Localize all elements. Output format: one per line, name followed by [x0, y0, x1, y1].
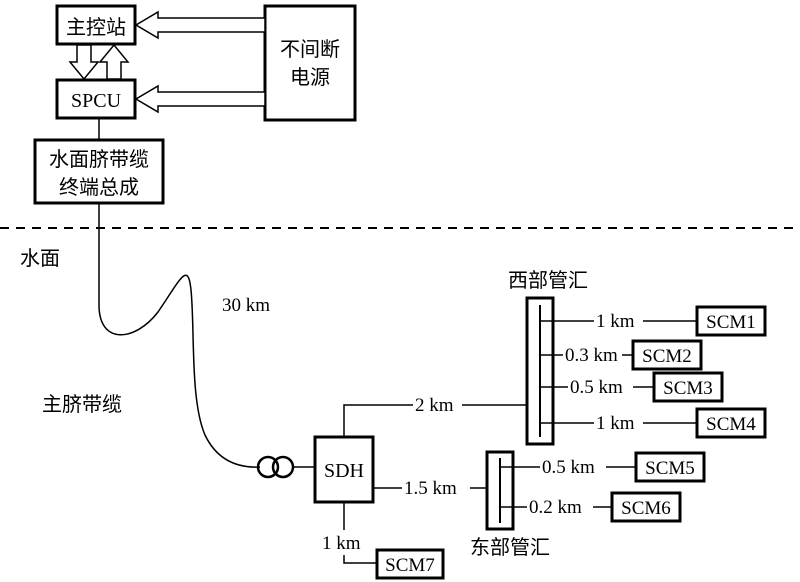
west-manifold-node: [525, 296, 555, 446]
east-to-scm5-label: 0.5 km: [542, 457, 595, 478]
east-manifold-label: 东部管汇: [470, 535, 550, 559]
umbilical-terminal-node: 水面脐带缆 终端总成: [33, 138, 165, 205]
ups-to-master-arrow: [134, 10, 266, 40]
scm7-label: SCM7: [385, 555, 435, 576]
scm6-node: SCM6: [610, 491, 682, 523]
scm2-label: SCM2: [642, 346, 692, 367]
west-to-scm3-label: 0.5 km: [570, 377, 623, 398]
scm7-node: SCM7: [375, 548, 445, 580]
master-station-node: 主控站: [55, 4, 137, 46]
sdh-scm7-line-b: [343, 555, 377, 564]
master-station-label: 主控站: [66, 15, 126, 39]
main-cable-length-label: 30 km: [222, 295, 270, 316]
west-to-scm2-label: 0.3 km: [565, 345, 618, 366]
sdh-to-west-label: 2 km: [415, 395, 454, 416]
scm3-label: SCM3: [663, 378, 713, 399]
scm6-label: SCM6: [621, 498, 671, 519]
sdh-west-line-a: [343, 404, 413, 437]
sdh-to-east-label: 1.5 km: [404, 478, 457, 499]
spcu-to-master-arrow: [98, 43, 130, 80]
sdh-label: SDH: [324, 460, 364, 482]
spcu-node: SPCU: [55, 78, 137, 120]
scm4-label: SCM4: [706, 414, 756, 435]
ups-to-spcu-arrow: [134, 84, 266, 114]
scm5-node: SCM5: [634, 451, 706, 483]
sdh-to-scm7-label: 1 km: [322, 533, 361, 554]
ups-label-line2: 电源: [290, 65, 330, 89]
spcu-label: SPCU: [71, 90, 122, 112]
umbilical-terminal-label-line2: 终端总成: [59, 175, 139, 199]
main-umbilical-cable: [98, 203, 261, 468]
umbilical-terminal-label-line1: 水面脐带缆: [49, 147, 149, 171]
main-umbilical-label: 主脐带缆: [42, 392, 122, 416]
west-manifold-label: 西部管汇: [508, 268, 588, 292]
west-to-scm4-label: 1 km: [596, 413, 635, 434]
scm4-node: SCM4: [695, 407, 767, 439]
cable-coil-icon: [256, 455, 295, 479]
scm2-node: SCM2: [631, 339, 703, 371]
ups-label-line1: 不间断: [280, 37, 340, 61]
east-to-scm6-label: 0.2 km: [529, 497, 582, 518]
scm1-node: SCM1: [695, 305, 767, 337]
sdh-node: SDH: [313, 435, 375, 504]
scm3-node: SCM3: [652, 371, 724, 403]
scm5-label: SCM5: [645, 458, 695, 479]
scm1-label: SCM1: [706, 312, 756, 333]
water-surface-label: 水面: [20, 246, 60, 270]
master-to-spcu-arrow: [68, 44, 100, 81]
east-manifold-node: [485, 450, 515, 531]
ups-node: 不间断 电源: [263, 4, 357, 122]
west-to-scm1-label: 1 km: [596, 311, 635, 332]
